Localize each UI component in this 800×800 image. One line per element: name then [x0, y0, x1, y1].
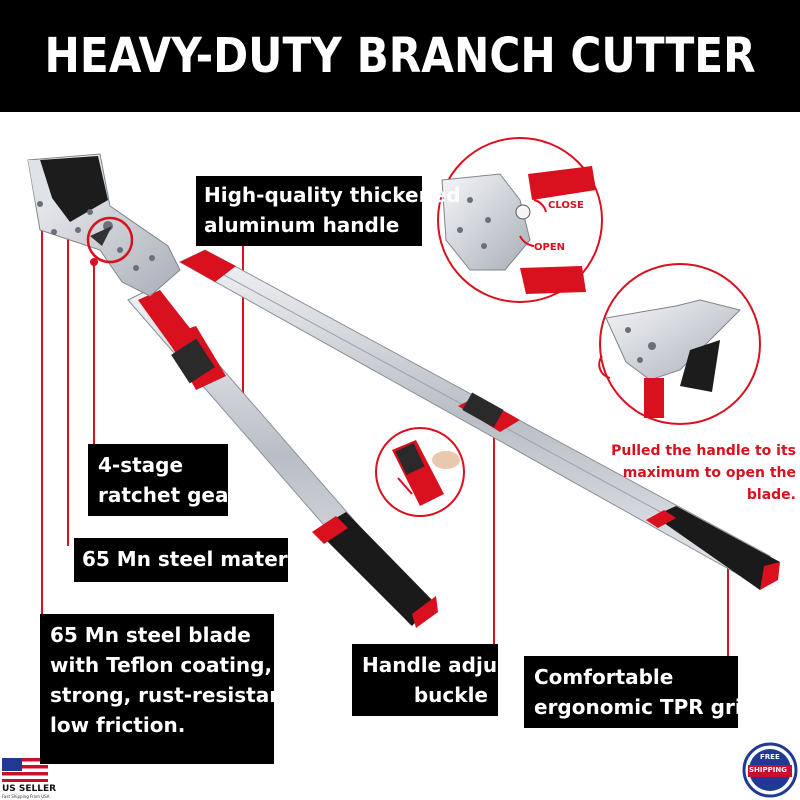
hand-icon	[432, 451, 460, 469]
ratchet-zoom	[437, 137, 603, 303]
buckle-zoom	[375, 427, 465, 517]
free-shipping-badge-icon	[742, 742, 798, 798]
blade-open-zoom	[598, 263, 761, 425]
label-tpr-grip: Comfortable ergonomic TPR grip	[524, 656, 756, 728]
ratchet-open-hint: OPEN	[534, 242, 566, 253]
short-handle	[127, 287, 438, 628]
us-seller-sub: Fast Shipping From USA	[2, 794, 50, 799]
ratchet-close-hint: CLOSE	[548, 200, 584, 211]
page-title: HEAVY-DUTY BRANCH CUTTER	[44, 28, 756, 84]
label-steel-blade: 65 Mn steel blade with Teflon coating, s…	[40, 614, 301, 764]
long-handle	[178, 249, 780, 590]
blade-head	[27, 153, 181, 297]
free-shipping-main: SHIPPING	[749, 766, 787, 774]
label-ratchet-gear: 4-stage ratchet gear	[88, 444, 238, 516]
label-aluminum-handle: High-quality thickened aluminum handle	[196, 176, 461, 246]
label-steel-material: 65 Mn steel material	[74, 538, 315, 582]
us-seller-label: US SELLER	[2, 784, 57, 794]
gear-highlight-circle	[86, 216, 134, 264]
free-shipping-top: FREE	[760, 753, 780, 761]
rotate-arrow-icon	[533, 199, 547, 213]
title-banner: HEAVY-DUTY BRANCH CUTTER	[0, 0, 800, 112]
blade-open-callout: Pulled the handle to its maximum to open…	[611, 443, 796, 503]
leader-lines	[41, 178, 729, 662]
label-handle-buckle: Handle adjust buckle	[352, 644, 519, 716]
